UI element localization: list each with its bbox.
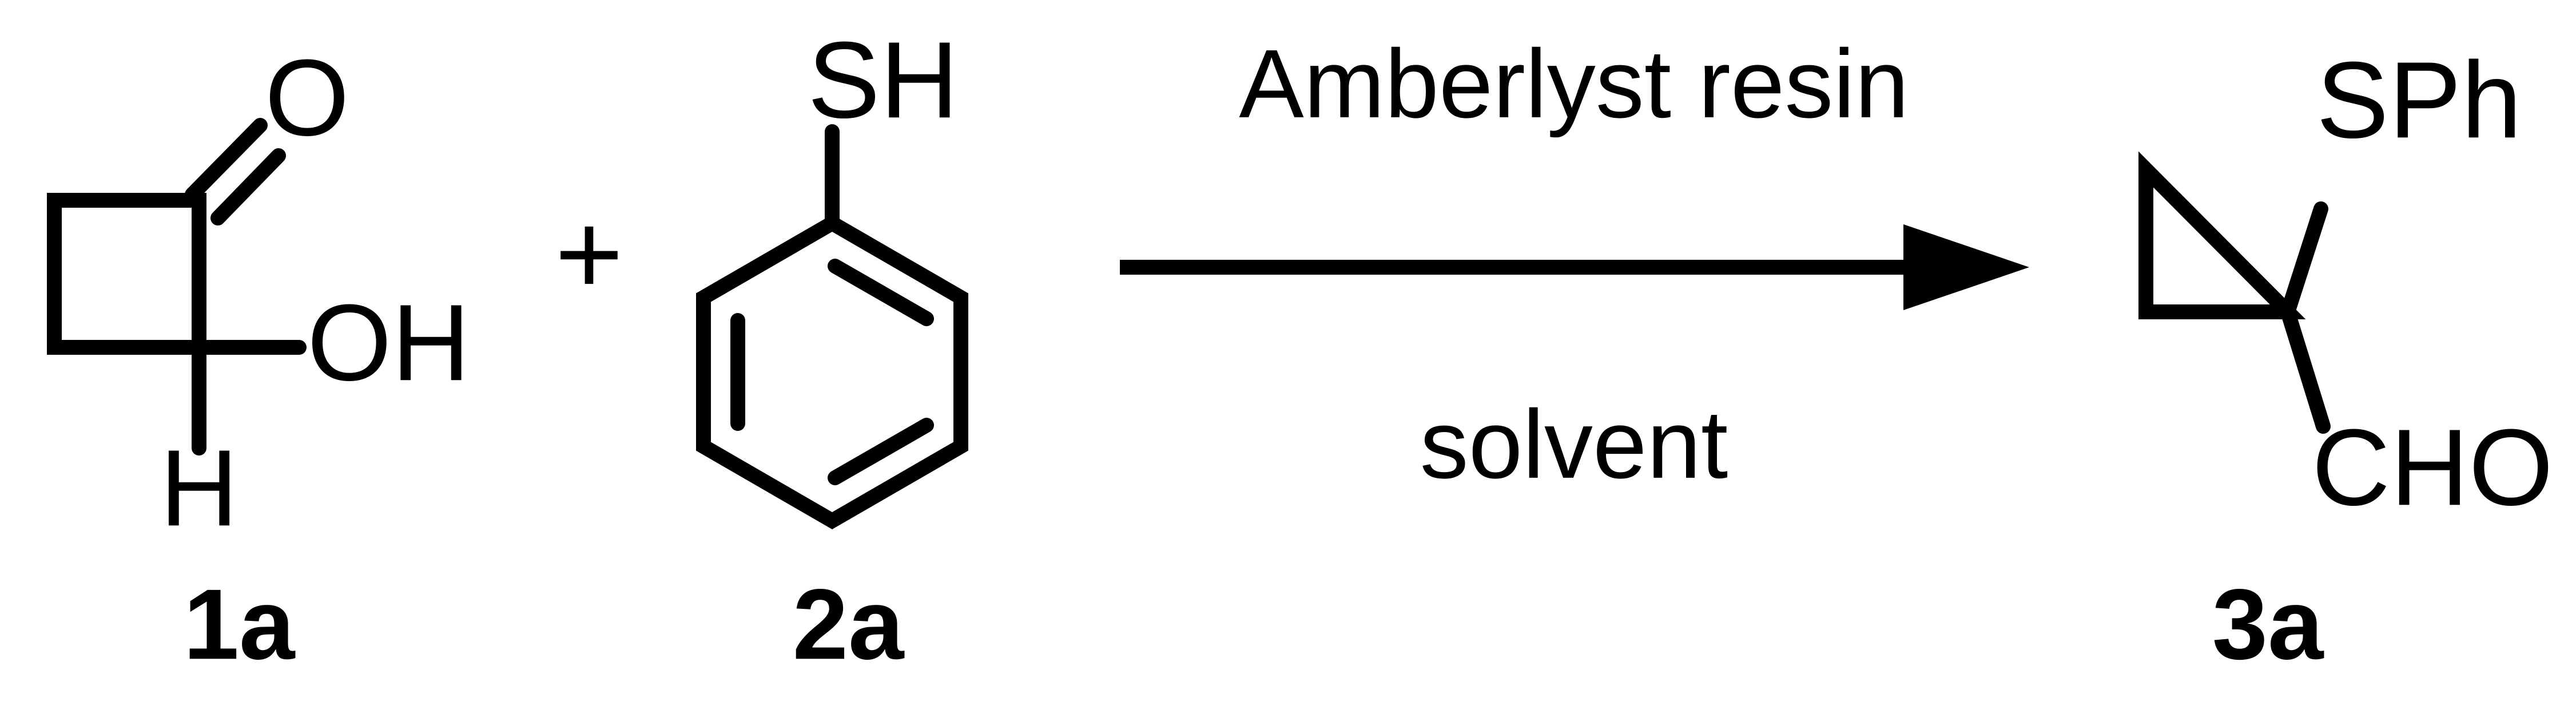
arrow-label-above: Amberlyst resin <box>1239 30 1909 138</box>
label-aldehyde: CHO <box>2312 407 2553 528</box>
carbonyl-double-bond-outer <box>210 148 286 225</box>
compound-label-1a: 1a <box>184 569 296 680</box>
benzene-inner-bond-3 <box>828 418 934 485</box>
arrow-label-below: solvent <box>1420 390 1728 499</box>
compound-label-2a: 2a <box>793 569 905 680</box>
carbonyl-double-bond-inner <box>185 118 268 202</box>
structure-3a: SPh CHO 3a <box>2138 39 2553 680</box>
label-thioether: SPh <box>2316 39 2522 161</box>
label-thiol: SH <box>808 19 959 141</box>
structure-1a: O OH H 1a <box>47 37 470 680</box>
reaction-arrow: Amberlyst resin solvent <box>1120 30 2029 499</box>
benzene-ring-bonds <box>696 214 968 530</box>
c-sph-bond <box>2280 201 2328 319</box>
label-carbonyl-oxygen: O <box>265 37 349 159</box>
cyclobutane-ring-bonds <box>47 193 206 355</box>
plus-sign: + <box>555 188 623 319</box>
structure-2a: SH 2a <box>696 19 968 680</box>
arrow-head-icon <box>1903 224 2029 310</box>
cyclopropane-ring-bonds <box>2138 151 2306 319</box>
compound-label-3a: 3a <box>2212 569 2324 680</box>
label-hydroxyl: OH <box>307 282 470 403</box>
benzene-inner-bond-1 <box>828 259 934 326</box>
label-hydrogen: H <box>160 427 238 549</box>
c-cho-bond <box>2280 304 2331 434</box>
